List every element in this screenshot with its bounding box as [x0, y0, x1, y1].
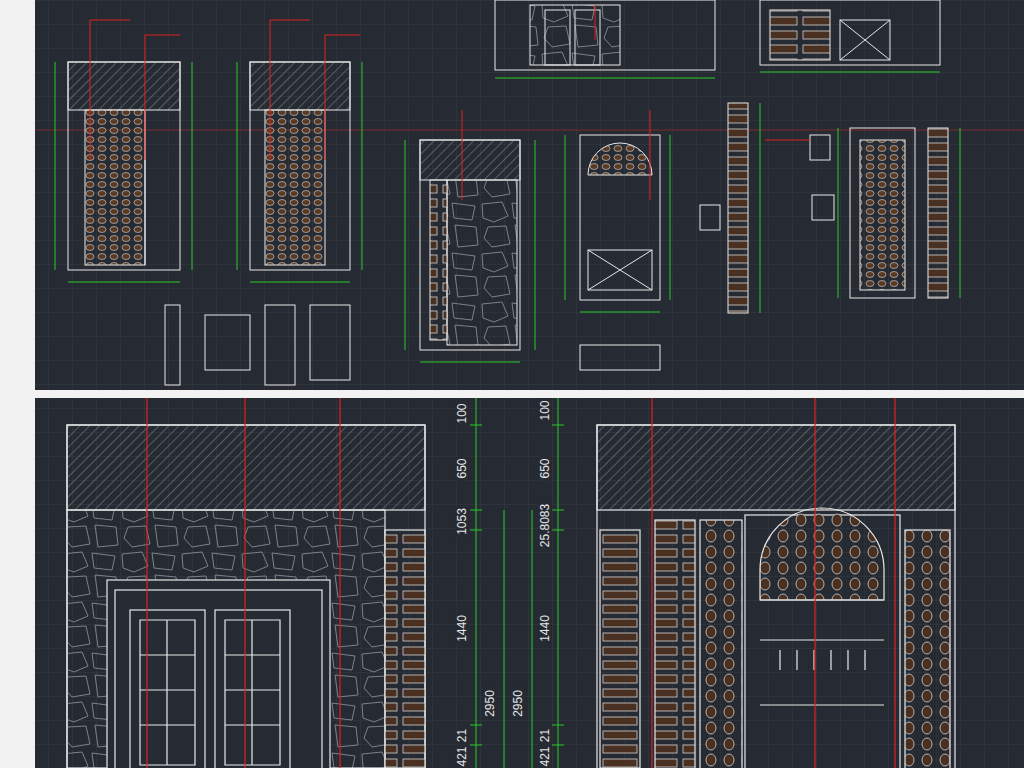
- dimension-label: 1440: [455, 613, 468, 644]
- dimension-label: 650: [456, 456, 469, 480]
- dimension-label: 650: [539, 456, 552, 480]
- dimension-label: 100: [456, 401, 469, 425]
- dimension-label: 21: [456, 726, 469, 743]
- dimension-label: 421: [539, 744, 552, 768]
- dimension-label: 421: [456, 744, 469, 768]
- dimension-label: 1440: [538, 613, 551, 644]
- dimension-label: 100: [539, 398, 552, 422]
- dimension-label: 21: [539, 726, 552, 743]
- dimension-label: 25.8083: [539, 501, 552, 548]
- dimension-label: 1053: [455, 506, 468, 537]
- dimension-label: 2950: [483, 688, 496, 719]
- dimension-label: 2950: [511, 688, 524, 719]
